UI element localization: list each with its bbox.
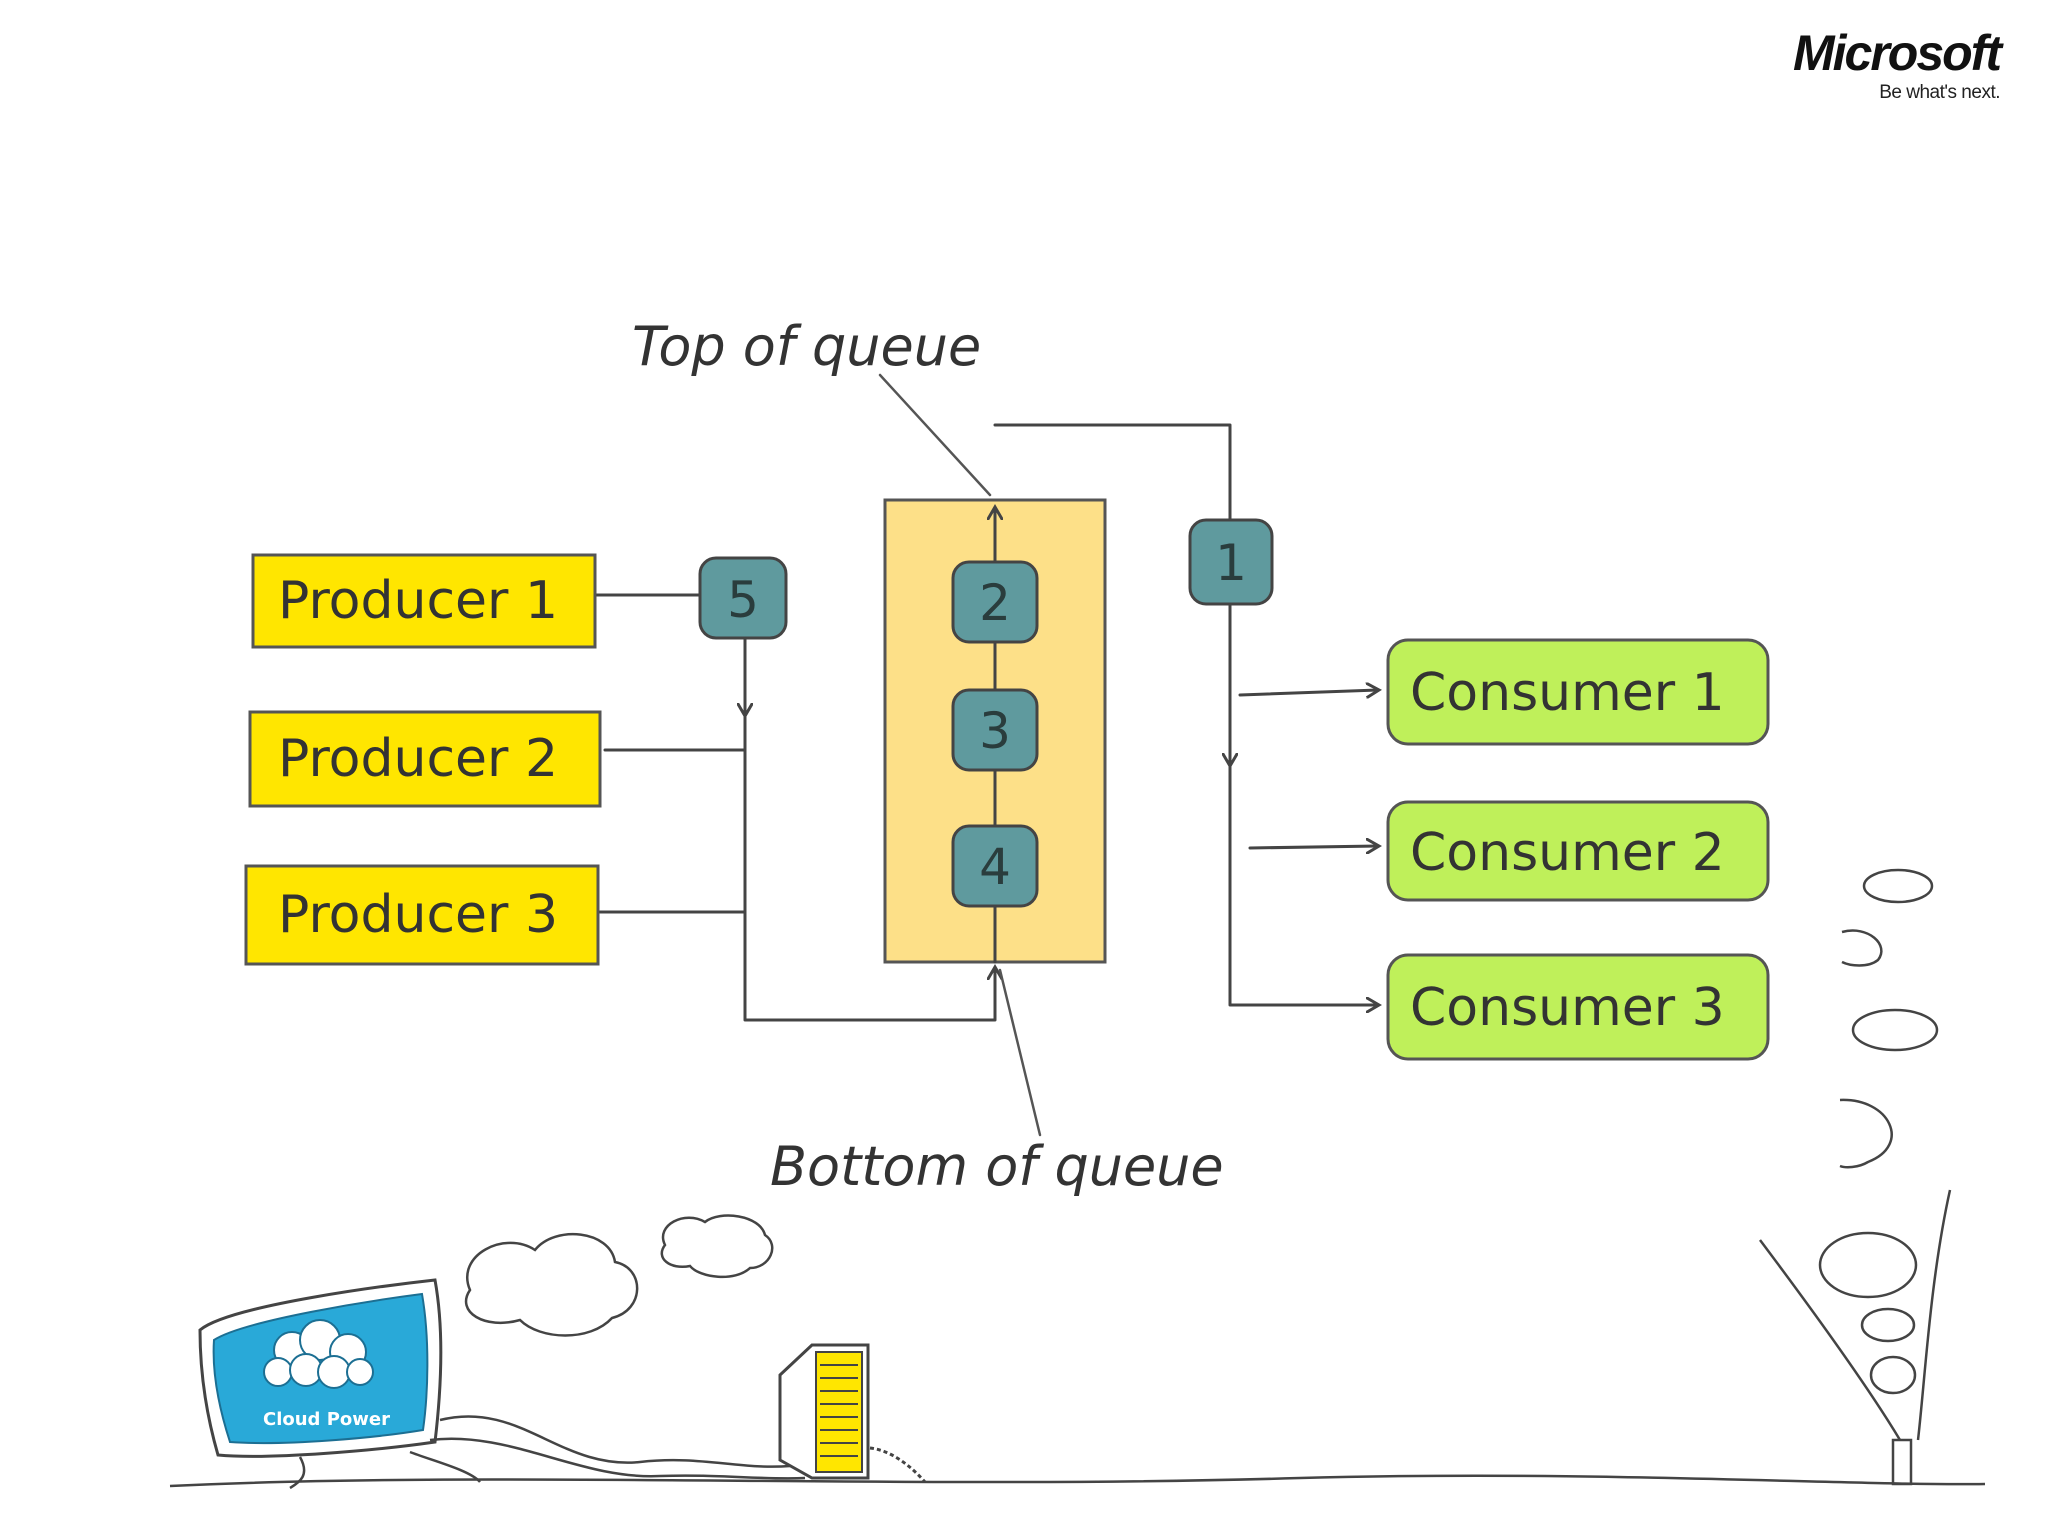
outgoing-message-badge: 1 — [1188, 518, 1274, 606]
consumer-box: Consumer 1 — [1386, 638, 1770, 746]
bottom-pointer-line — [998, 968, 1042, 1137]
top-pointer-line — [878, 373, 992, 497]
consumer-1-arrow — [1238, 690, 1378, 695]
queue-message-badge: 4 — [951, 824, 1039, 908]
cloud-icon — [1839, 868, 1939, 1169]
microsoft-logo: Microsoft Be what's next. — [1793, 25, 2002, 104]
consumer-label: Consumer 2 — [1410, 823, 1725, 883]
top-of-queue-label: Top of queue — [632, 315, 981, 378]
producer-box: Producer 2 — [248, 710, 602, 808]
queue-message-badge: 2 — [951, 560, 1039, 644]
svg-text:2: 2 — [979, 574, 1011, 632]
producer-label: Producer 1 — [278, 571, 558, 631]
monitor-label: Cloud Power — [263, 1409, 390, 1430]
producer-label: Producer 3 — [278, 885, 558, 945]
svg-text:3: 3 — [979, 702, 1011, 760]
consumer-3-branch — [1228, 763, 1378, 1005]
svg-text:5: 5 — [727, 571, 759, 629]
consumer-box: Consumer 3 — [1386, 953, 1770, 1061]
svg-text:4: 4 — [979, 838, 1011, 896]
consumer-label: Consumer 1 — [1410, 663, 1725, 723]
producer-box: Producer 3 — [244, 864, 600, 966]
output-route — [993, 423, 1230, 765]
cloud-funnel-icon — [1758, 1189, 1952, 1486]
consumer-label: Consumer 3 — [1410, 978, 1725, 1038]
consumer-2-arrow — [1248, 846, 1378, 848]
producer-bus — [743, 713, 995, 1022]
queue-message-badge: 3 — [951, 688, 1039, 772]
consumer-box: Consumer 2 — [1386, 800, 1770, 902]
logo-wordmark: Microsoft — [1793, 25, 2002, 81]
cloud-icon — [660, 1214, 774, 1279]
cloud-power-logo — [263, 1319, 374, 1389]
server-icon — [778, 1343, 927, 1483]
ground-line — [169, 1474, 1986, 1488]
cloud-icon — [464, 1232, 639, 1337]
svg-text:1: 1 — [1215, 534, 1247, 592]
producer-label: Producer 2 — [278, 729, 558, 789]
logo-tagline: Be what's next. — [1879, 82, 2000, 103]
producer-box: Producer 1 — [251, 553, 597, 649]
incoming-message-badge: 5 — [698, 556, 788, 640]
bottom-of-queue-label: Bottom of queue — [770, 1135, 1224, 1198]
monitor-icon: Cloud Power — [198, 1278, 806, 1490]
